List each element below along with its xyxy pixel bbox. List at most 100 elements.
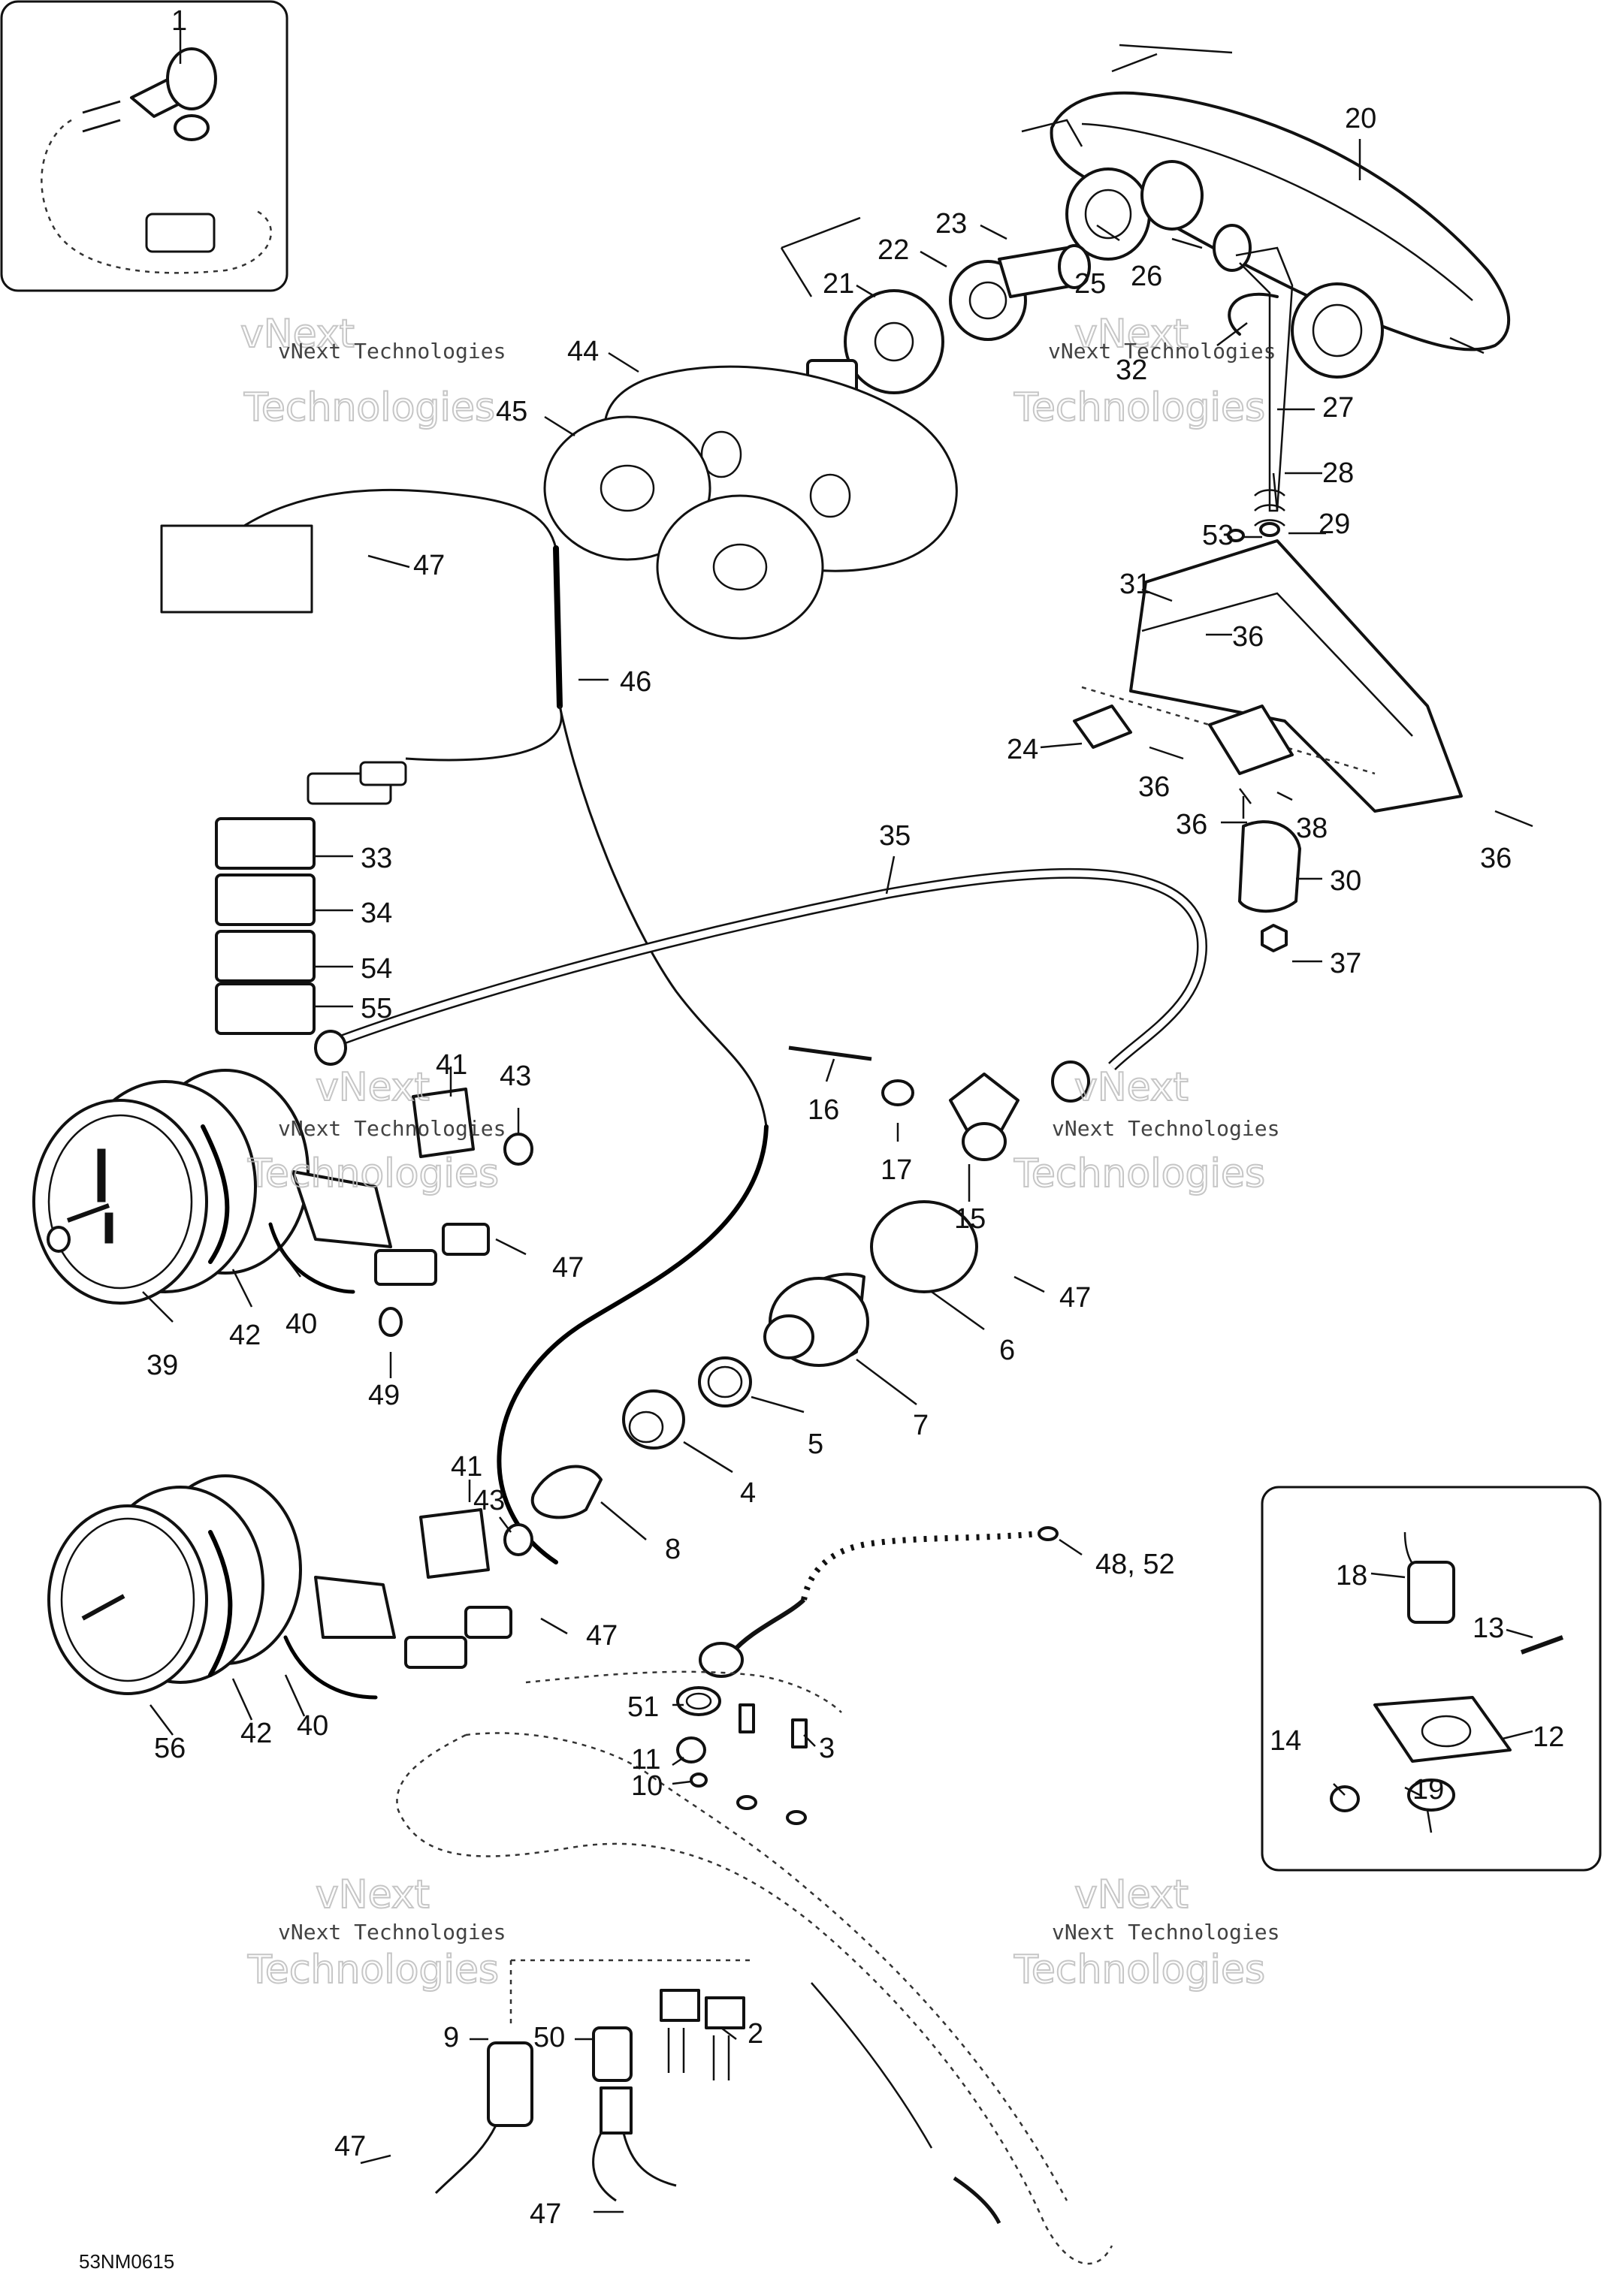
callout-36d: 36 xyxy=(1480,843,1512,874)
callout-16: 16 xyxy=(808,1094,839,1126)
callout-6: 6 xyxy=(999,1335,1015,1366)
callout-3: 3 xyxy=(819,1733,835,1764)
watermark-text: Technologies xyxy=(1013,1948,1265,1993)
callout-30: 30 xyxy=(1330,865,1361,897)
callout-41b: 41 xyxy=(451,1451,482,1483)
gauge-upper xyxy=(32,1069,533,1337)
watermark-text: vNext xyxy=(1074,1065,1189,1110)
watermark-text: Technologies xyxy=(1013,1151,1265,1196)
speedometer-cable xyxy=(314,867,1208,1103)
callout-13: 13 xyxy=(1473,1613,1504,1644)
callout-49: 49 xyxy=(368,1380,400,1411)
callout-43b: 43 xyxy=(473,1485,505,1516)
callout-35: 35 xyxy=(879,820,911,852)
watermark-text: vNext xyxy=(1074,312,1189,357)
watermarks: vNext vNext Technologies Technologies vN… xyxy=(240,311,1279,1993)
callout-42a: 42 xyxy=(229,1320,261,1351)
callout-24: 24 xyxy=(1007,734,1038,765)
watermark-text: vNext xyxy=(316,1872,430,1917)
headlight-housing xyxy=(1021,44,1511,379)
callout-51: 51 xyxy=(627,1691,659,1723)
gauge-bezels xyxy=(543,365,958,640)
callout-44: 44 xyxy=(567,336,599,367)
callout-10: 10 xyxy=(631,1770,663,1802)
callout-48-52: 48, 52 xyxy=(1095,1549,1175,1580)
tether-cord xyxy=(699,1526,1059,1678)
watermark-text: Technologies xyxy=(1013,385,1265,430)
callout-20: 20 xyxy=(1345,103,1376,134)
callout-38: 38 xyxy=(1296,813,1328,844)
watermark-text: vNext Technologies xyxy=(1052,1116,1279,1141)
callout-36b: 36 xyxy=(1138,771,1170,803)
callout-36a: 36 xyxy=(1232,621,1264,653)
watermark-text: vNext Technologies xyxy=(1052,1920,1279,1945)
callout-25: 25 xyxy=(1074,268,1106,300)
callout-1: 1 xyxy=(171,5,187,37)
callout-47f: 47 xyxy=(530,2198,561,2230)
callout-47b: 47 xyxy=(552,1252,584,1284)
callout-2: 2 xyxy=(748,2018,763,2050)
callout-14: 14 xyxy=(1270,1725,1301,1757)
inset-sensor xyxy=(1261,1486,1602,1872)
callout-42b: 42 xyxy=(240,1718,272,1749)
callout-39: 39 xyxy=(147,1350,178,1381)
watermark-text: vNext Technologies xyxy=(278,1920,506,1945)
callout-31: 31 xyxy=(1119,569,1151,600)
callout-47e: 47 xyxy=(334,2131,366,2162)
watermark-text: Technologies xyxy=(247,1948,499,1993)
callout-33: 33 xyxy=(361,843,392,874)
callout-45: 45 xyxy=(496,396,527,427)
callout-53: 53 xyxy=(1202,520,1234,551)
watermark-text: vNext xyxy=(240,312,355,357)
callout-9: 9 xyxy=(443,2022,459,2053)
callout-46: 46 xyxy=(620,666,651,698)
callout-36c: 36 xyxy=(1176,809,1207,840)
callout-47c: 47 xyxy=(1059,1282,1091,1314)
watermark-text: Technologies xyxy=(247,1151,499,1196)
reference-code: 53NM0615 xyxy=(79,2250,174,2273)
watermark-text: vNext xyxy=(1074,1872,1189,1917)
callout-19: 19 xyxy=(1412,1774,1444,1806)
callout-8: 8 xyxy=(665,1534,681,1565)
callout-47a: 47 xyxy=(413,550,445,581)
cable-adapter xyxy=(788,1045,1019,1161)
callout-32: 32 xyxy=(1116,355,1147,386)
callout-50: 50 xyxy=(533,2022,565,2053)
callout-40b: 40 xyxy=(297,1710,328,1742)
callout-27: 27 xyxy=(1322,392,1354,424)
callout-47d: 47 xyxy=(586,1620,618,1652)
handlebar-pad xyxy=(396,1670,1113,2265)
watermark-text: vNext Technologies xyxy=(278,339,506,364)
watermark-text: vNext Technologies xyxy=(1048,339,1276,364)
callout-11: 11 xyxy=(631,1744,660,1776)
callout-18: 18 xyxy=(1336,1560,1367,1592)
callout-43a: 43 xyxy=(500,1061,531,1092)
switch-hardware xyxy=(676,1686,808,1825)
watermark-text: Technologies xyxy=(243,385,495,430)
gauge-lower xyxy=(47,1474,533,1700)
callout-56: 56 xyxy=(154,1733,186,1764)
callout-7: 7 xyxy=(913,1410,929,1441)
callout-29: 29 xyxy=(1319,508,1350,540)
watermark-text: vNext xyxy=(316,1065,430,1110)
callout-4: 4 xyxy=(740,1477,756,1509)
callout-12: 12 xyxy=(1533,1721,1564,1753)
callout-28: 28 xyxy=(1322,457,1354,489)
callout-41a: 41 xyxy=(436,1049,467,1081)
wiring-harness xyxy=(160,488,769,1564)
callout-numbers: 1 20 23 22 21 25 2 6 44 32 45 27 28 53 29… xyxy=(147,5,1564,2230)
mounting-bracket xyxy=(1073,472,1533,952)
callout-17: 17 xyxy=(881,1154,912,1186)
callout-22: 22 xyxy=(878,234,909,266)
callout-21: 21 xyxy=(823,268,854,300)
callout-55: 55 xyxy=(361,993,392,1024)
switch-panels xyxy=(215,817,316,1035)
bulb-socket-parts xyxy=(780,216,1294,512)
leader-lines xyxy=(142,30,1533,2213)
lower-switches xyxy=(434,1959,751,2202)
callout-23: 23 xyxy=(935,208,967,240)
ignition-parts xyxy=(530,1200,978,1519)
inset-ignition-key xyxy=(0,0,288,292)
watermark-text: vNext Technologies xyxy=(278,1116,506,1141)
